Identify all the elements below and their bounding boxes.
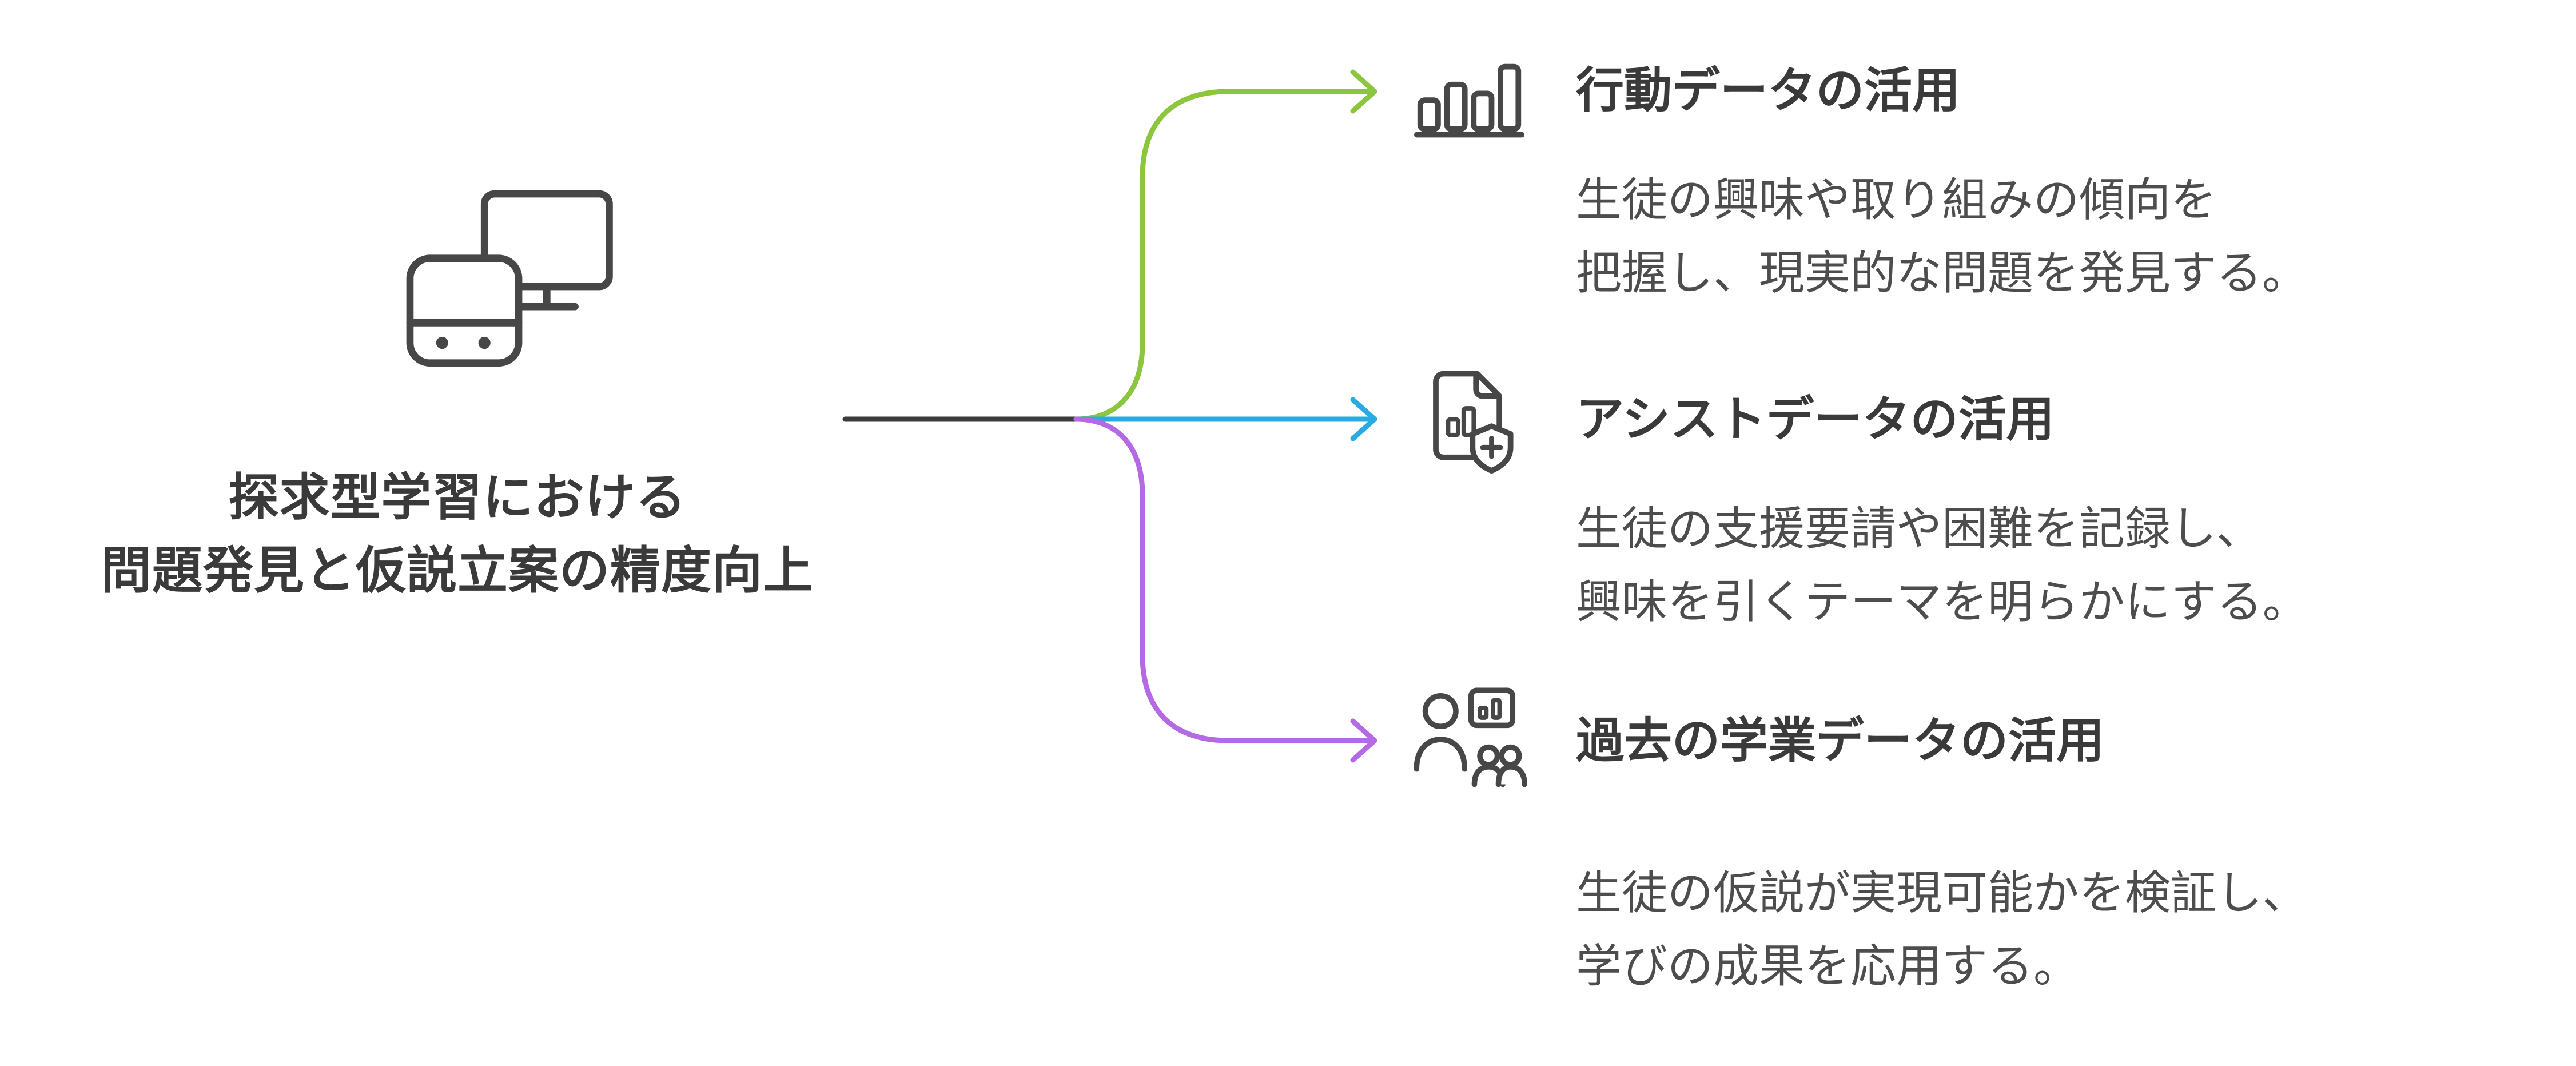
branch-1-connector	[1073, 89, 1373, 422]
branch-3-desc-line-2: 学びの成果を応用する。	[1576, 941, 2079, 992]
document-add-shield-icon	[1414, 364, 1525, 475]
branch-1-title: 行動データの活用	[1576, 63, 1961, 117]
branch-1-desc-line-2: 把握し、現実的な問題を発見する。	[1576, 248, 2308, 299]
bar-chart-icon	[1414, 35, 1525, 147]
root-node-title: 探求型学習における 問題発見と仮説立案の精度向上	[34, 461, 881, 607]
branch-3-connector	[1073, 416, 1373, 743]
branch-2-desc-line-2: 興味を引くテーマを明らかにする。	[1576, 576, 2308, 627]
computer-devices-icon	[404, 186, 626, 387]
branch-2-title: アシストデータの活用	[1576, 392, 2055, 446]
branch-2-description: 生徒の支援要請や困難を記録し、 興味を引くテーマを明らかにする。	[1576, 492, 2308, 639]
branch-2-arrowhead-icon	[1350, 397, 1377, 441]
branch-1-description: 生徒の興味や取り組みの傾向を 把握し、現実的な問題を発見する。	[1576, 164, 2308, 310]
root-title-line-2: 問題発見と仮説立案の精度向上	[101, 542, 814, 599]
people-chart-icon	[1408, 682, 1528, 802]
branch-3-desc-line-1: 生徒の仮説が実現可能かを検証し、	[1576, 868, 2308, 918]
root-title-line-1: 探求型学習における	[228, 469, 687, 526]
branch-2-desc-line-1: 生徒の支援要請や困難を記録し、	[1576, 503, 2262, 554]
branch-3-description: 生徒の仮説が実現可能かを検証し、 学びの成果を応用する。	[1576, 857, 2308, 1003]
branch-1-arrowhead-icon	[1350, 69, 1377, 114]
branch-1-desc-line-1: 生徒の興味や取り組みの傾向を	[1576, 174, 2216, 225]
branch-3-title: 過去の学業データの活用	[1576, 714, 2105, 767]
branch-3-arrowhead-icon	[1350, 718, 1377, 763]
